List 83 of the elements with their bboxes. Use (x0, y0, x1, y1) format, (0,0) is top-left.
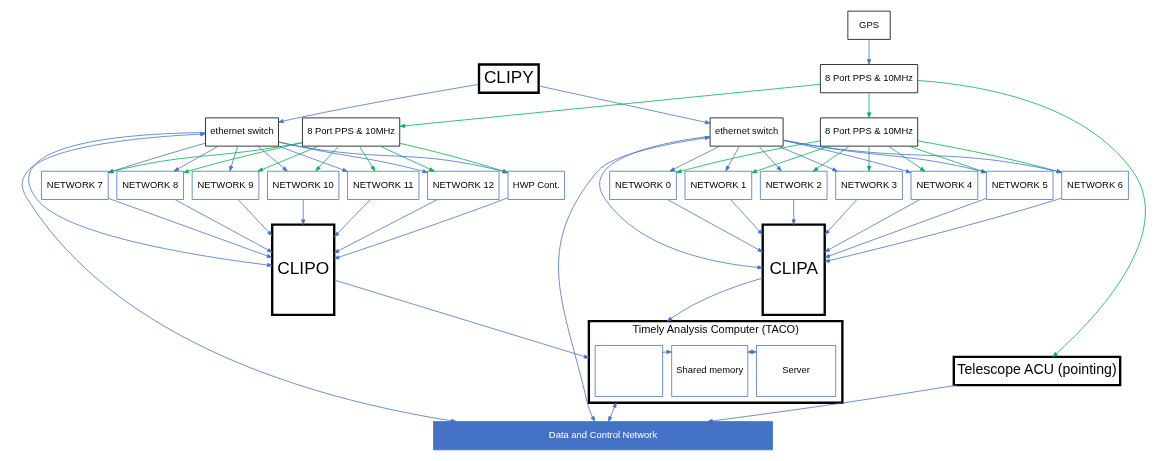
arrow (607, 402, 617, 422)
arrow (277, 84, 479, 124)
arrow (823, 197, 1062, 263)
arrow (107, 142, 206, 174)
arrow (399, 83, 821, 128)
arrow (724, 146, 740, 172)
arrow (729, 199, 763, 235)
arrow (782, 140, 1062, 174)
node-box: NETWORK 3 (834, 170, 903, 200)
arrow (537, 85, 710, 125)
arrow (666, 199, 763, 253)
arrow (668, 145, 720, 172)
node-box: 8 Port PPS & 10MHz (301, 117, 400, 147)
arrow (598, 135, 763, 270)
arrow (791, 199, 796, 225)
arrow (675, 140, 821, 174)
arrow (107, 197, 272, 258)
node-box: CLIPO (270, 223, 335, 317)
arrow (358, 146, 375, 172)
node-box: NETWORK 6 (1060, 170, 1129, 200)
arrow (277, 145, 348, 172)
arrow (333, 199, 438, 254)
node-box: CLIPA (761, 223, 826, 317)
node-box (594, 345, 663, 397)
node-box: NETWORK 0 (608, 170, 677, 200)
arrow (277, 141, 428, 174)
arrow (666, 277, 763, 322)
node-box: NETWORK 2 (759, 170, 827, 200)
arrow (182, 142, 303, 174)
node-box: NETWORK 7 (40, 170, 109, 200)
node-box: 8 Port PPS & 10MHz (819, 64, 918, 94)
arrow (887, 145, 925, 172)
arrow (777, 145, 838, 172)
node-box: NETWORK 8 (115, 170, 184, 200)
node-box: ethernet switch (709, 117, 783, 147)
node-box: Shared memory (670, 345, 748, 397)
arrow (237, 199, 272, 236)
arrow (228, 146, 238, 172)
arrow (758, 146, 782, 172)
arrow (661, 349, 672, 354)
arrow (333, 199, 370, 238)
arrow (750, 145, 830, 174)
node-box: GPS (846, 10, 891, 40)
node-box: 8 Port PPS & 10MHz (819, 117, 918, 147)
arrow (812, 145, 850, 172)
node-box: NETWORK 10 (266, 170, 339, 200)
arrow (866, 146, 871, 172)
node-box: Telescope ACU (pointing) (952, 355, 1121, 387)
arrow (21, 132, 457, 423)
arrow (557, 136, 710, 422)
node-box: Server (755, 345, 836, 397)
arrow (706, 384, 957, 423)
arrow (782, 139, 987, 174)
node-box: NETWORK 5 (985, 170, 1053, 200)
arrow (379, 145, 435, 172)
arrow (333, 279, 589, 359)
arrow (174, 199, 273, 253)
arrow (907, 145, 987, 174)
arrow (866, 39, 871, 65)
arrow (917, 140, 1062, 174)
node-box: CLIPY (477, 63, 540, 94)
node-box: NETWORK 1 (684, 170, 752, 200)
arrow (257, 145, 319, 172)
node-box: NETWORK 9 (191, 170, 259, 200)
arrow (315, 146, 339, 172)
arrow (782, 140, 911, 174)
arrow (824, 198, 986, 258)
arrow (916, 80, 1145, 358)
arrow (333, 197, 508, 260)
node-box: NETWORK 12 (426, 170, 499, 200)
arrow (28, 132, 273, 267)
node-box: NETWORK 4 (910, 170, 978, 200)
arrow (257, 146, 288, 172)
arrow (107, 142, 303, 174)
node-box: HWP Cont. (507, 170, 565, 200)
arrow (173, 145, 218, 172)
arrow (824, 199, 857, 235)
arrow (300, 199, 305, 225)
node-box: NETWORK 11 (346, 170, 419, 200)
arrow (866, 92, 871, 118)
node-box: Data and Control Network (432, 421, 773, 451)
arrow (823, 199, 920, 253)
node-box: ethernet switch (204, 117, 279, 147)
